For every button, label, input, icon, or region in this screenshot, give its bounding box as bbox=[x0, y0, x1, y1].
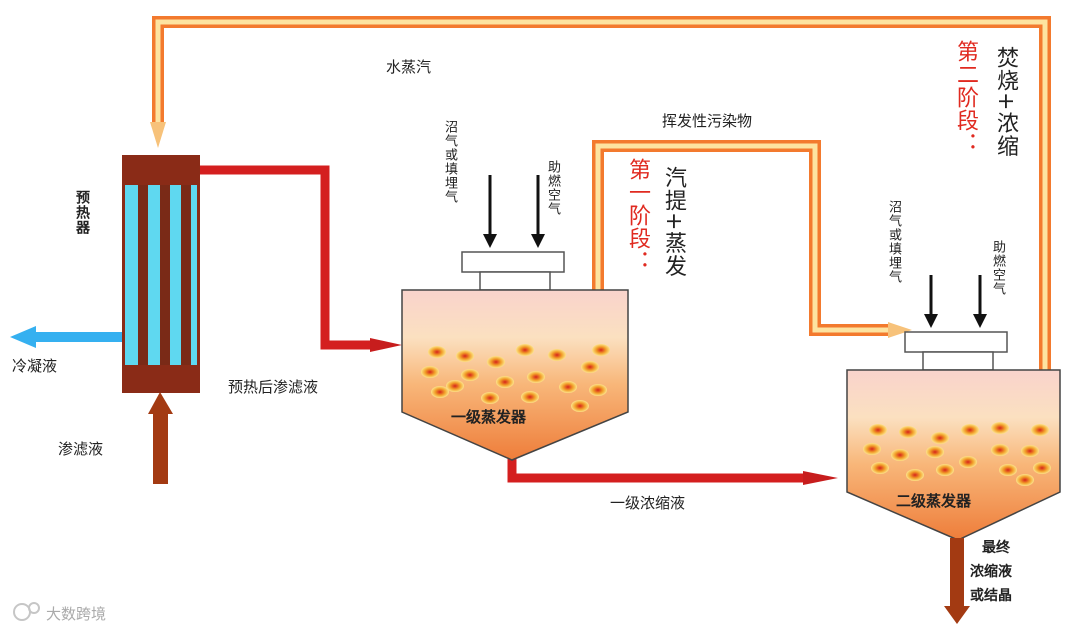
volatile-pollutants-label: 挥发性污染物 bbox=[662, 112, 753, 130]
steam-arrow-head bbox=[150, 122, 166, 148]
preheated-leachate-label: 预热后渗滤液 bbox=[228, 378, 319, 396]
air-label-1: 助燃空气 bbox=[545, 160, 560, 216]
steam-pipe bbox=[150, 16, 1051, 370]
second-evaporator-label: 二级蒸发器 bbox=[896, 492, 972, 510]
biogas-label-1: 沼气或填埋气 bbox=[442, 120, 457, 204]
volatile-pipe bbox=[592, 140, 912, 338]
volatile-arrow-head bbox=[888, 322, 912, 338]
biogas-label-2: 沼气或填埋气 bbox=[886, 200, 901, 284]
bubbles-tank-2 bbox=[863, 422, 1051, 486]
stage2-process: 焚烧+浓缩 bbox=[993, 46, 1018, 158]
condensate-label: 冷凝液 bbox=[12, 357, 58, 375]
condensate-arrow bbox=[10, 326, 122, 348]
stage1-title: 第一阶段： bbox=[625, 158, 650, 273]
final-outflow bbox=[944, 538, 970, 624]
first-evaporator-label: 一级蒸发器 bbox=[451, 408, 527, 426]
bubbles-tank-1 bbox=[421, 344, 610, 412]
leachate-label: 渗滤液 bbox=[58, 440, 104, 458]
first-concentrate-label: 一级浓缩液 bbox=[610, 494, 686, 512]
preheater bbox=[122, 155, 200, 393]
final-product-line-1: 最终 bbox=[982, 540, 1010, 556]
concentrate-arrow-head bbox=[803, 471, 838, 485]
second-evaporator bbox=[846, 275, 1061, 541]
final-product-line-2: 浓缩液 bbox=[970, 564, 1012, 580]
first-evaporator bbox=[401, 175, 629, 461]
watermark-text: 大数跨境 bbox=[46, 605, 107, 623]
stage2-title: 第二阶段： bbox=[953, 40, 978, 155]
preheater-label: 预热器 bbox=[74, 190, 90, 235]
leachate-arrow bbox=[148, 392, 173, 484]
stage1-process: 汽提+蒸发 bbox=[661, 166, 686, 278]
steam-label: 水蒸汽 bbox=[386, 58, 432, 76]
watermark-logo-icon bbox=[13, 602, 40, 621]
air-label-2: 助燃空气 bbox=[990, 240, 1005, 296]
preheated-pipe bbox=[200, 165, 402, 352]
concentrate-pipe bbox=[507, 458, 838, 485]
preheated-arrow-head bbox=[370, 338, 402, 352]
final-product-line-3: 或结晶 bbox=[970, 588, 1012, 604]
